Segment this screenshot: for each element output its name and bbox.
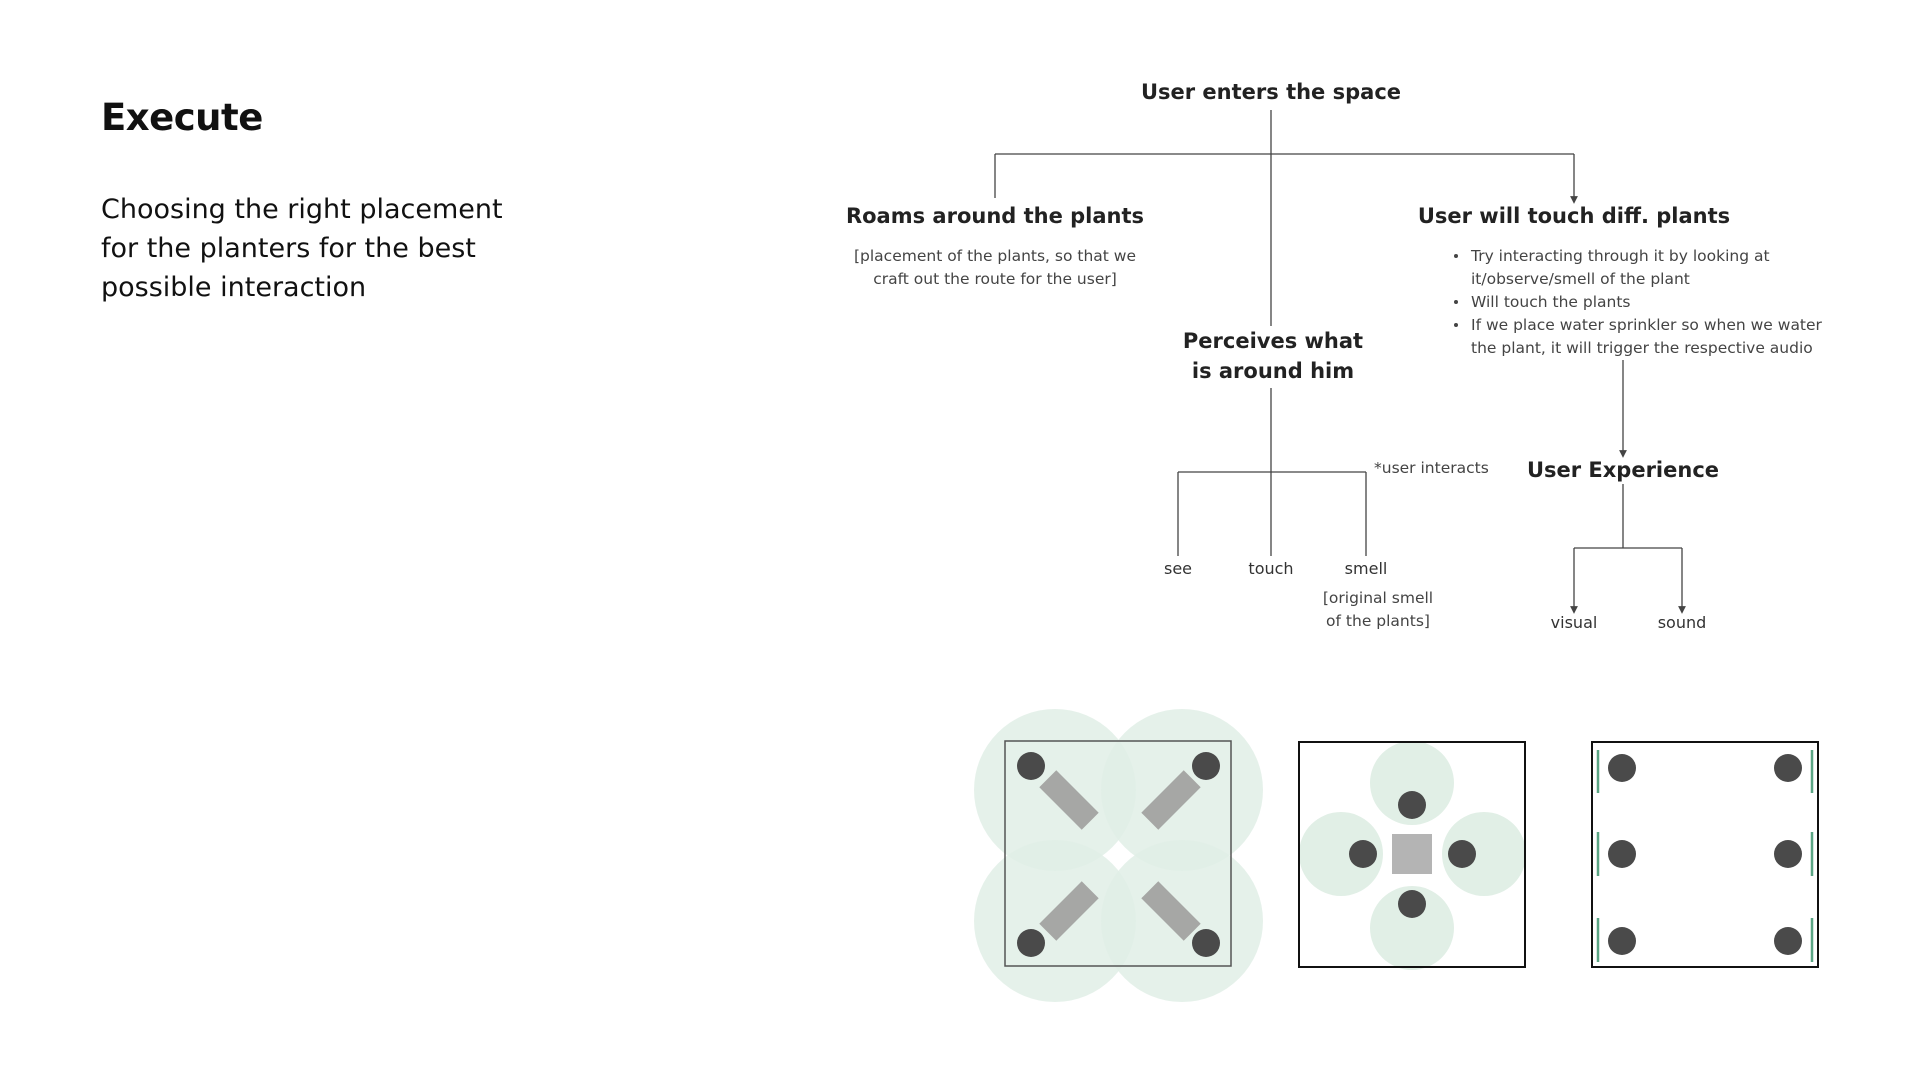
room-outline (1004, 740, 1232, 967)
sprinkler-block (1141, 770, 1201, 830)
leaf-visual: visual (1551, 613, 1598, 632)
planter-dot (1017, 752, 1045, 780)
slide-heading: Execute (101, 96, 263, 139)
smell-note-line2: of the plants] (1326, 612, 1430, 630)
planter-layout-center (1298, 741, 1526, 970)
bullet-dot (1454, 254, 1458, 258)
experience-node-title: User Experience (1527, 458, 1719, 482)
leaf-sound: sound (1658, 613, 1707, 632)
perceives-node-line1: Perceives what (1183, 329, 1363, 353)
flow-root-node: User enters the space (1141, 80, 1401, 104)
bullet-3-line1: If we place water sprinkler so when we w… (1471, 316, 1823, 334)
flow-connectors (994, 110, 1686, 614)
leaf-touch: touch (1248, 559, 1293, 578)
roams-note-line1: [placement of the plants, so that we (854, 247, 1136, 265)
touch-plants-node-title: User will touch diff. plants (1418, 204, 1730, 228)
planter-layout-corners (974, 709, 1263, 1002)
bullet-3-line2: the plant, it will trigger the respectiv… (1471, 339, 1813, 357)
roams-note-line2: craft out the route for the user] (873, 270, 1117, 288)
planter-dot (1349, 840, 1377, 868)
planter-dot (1774, 927, 1802, 955)
planter-dot (1774, 754, 1802, 782)
roams-node-title: Roams around the plants (846, 204, 1144, 228)
zone-circle (1442, 812, 1526, 896)
sprinkler-block (1141, 881, 1201, 941)
planter-dot (1192, 752, 1220, 780)
planter-dot (1192, 929, 1220, 957)
zone-circle (1370, 886, 1454, 970)
room-outline (1298, 741, 1526, 968)
perceives-node-line2: is around him (1192, 359, 1354, 383)
planter-dot (1398, 791, 1426, 819)
leaf-smell: smell (1345, 559, 1388, 578)
zone-circle (1299, 812, 1383, 896)
planter-dot (1398, 890, 1426, 918)
bullet-1-line1: Try interacting through it by looking at (1470, 247, 1770, 265)
planter-dot (1017, 929, 1045, 957)
smell-note-line1: [original smell (1323, 589, 1433, 607)
zone-circle (1370, 741, 1454, 825)
room-outline (1591, 741, 1819, 968)
user-interacts-note: *user interacts (1374, 459, 1489, 477)
planter-layout-walls (1591, 741, 1819, 968)
bullet-dot (1454, 323, 1458, 327)
slide-description: Choosing the right placement for the pla… (101, 194, 503, 303)
sprinkler-block (1039, 770, 1099, 830)
planter-dot (1448, 840, 1476, 868)
planter-dot (1608, 754, 1636, 782)
leaf-see: see (1164, 559, 1192, 578)
planter-dot (1774, 840, 1802, 868)
planter-dot (1608, 840, 1636, 868)
bullet-1-line2: it/observe/smell of the plant (1471, 270, 1690, 288)
bullet-2-line1: Will touch the plants (1471, 293, 1630, 311)
bullet-dot (1454, 300, 1458, 304)
sprinkler-block (1039, 881, 1099, 941)
touch-plants-bullet-list: Try interacting through it by looking at… (1454, 247, 1823, 357)
sprinkler-block (1392, 834, 1432, 874)
planter-dot (1608, 927, 1636, 955)
